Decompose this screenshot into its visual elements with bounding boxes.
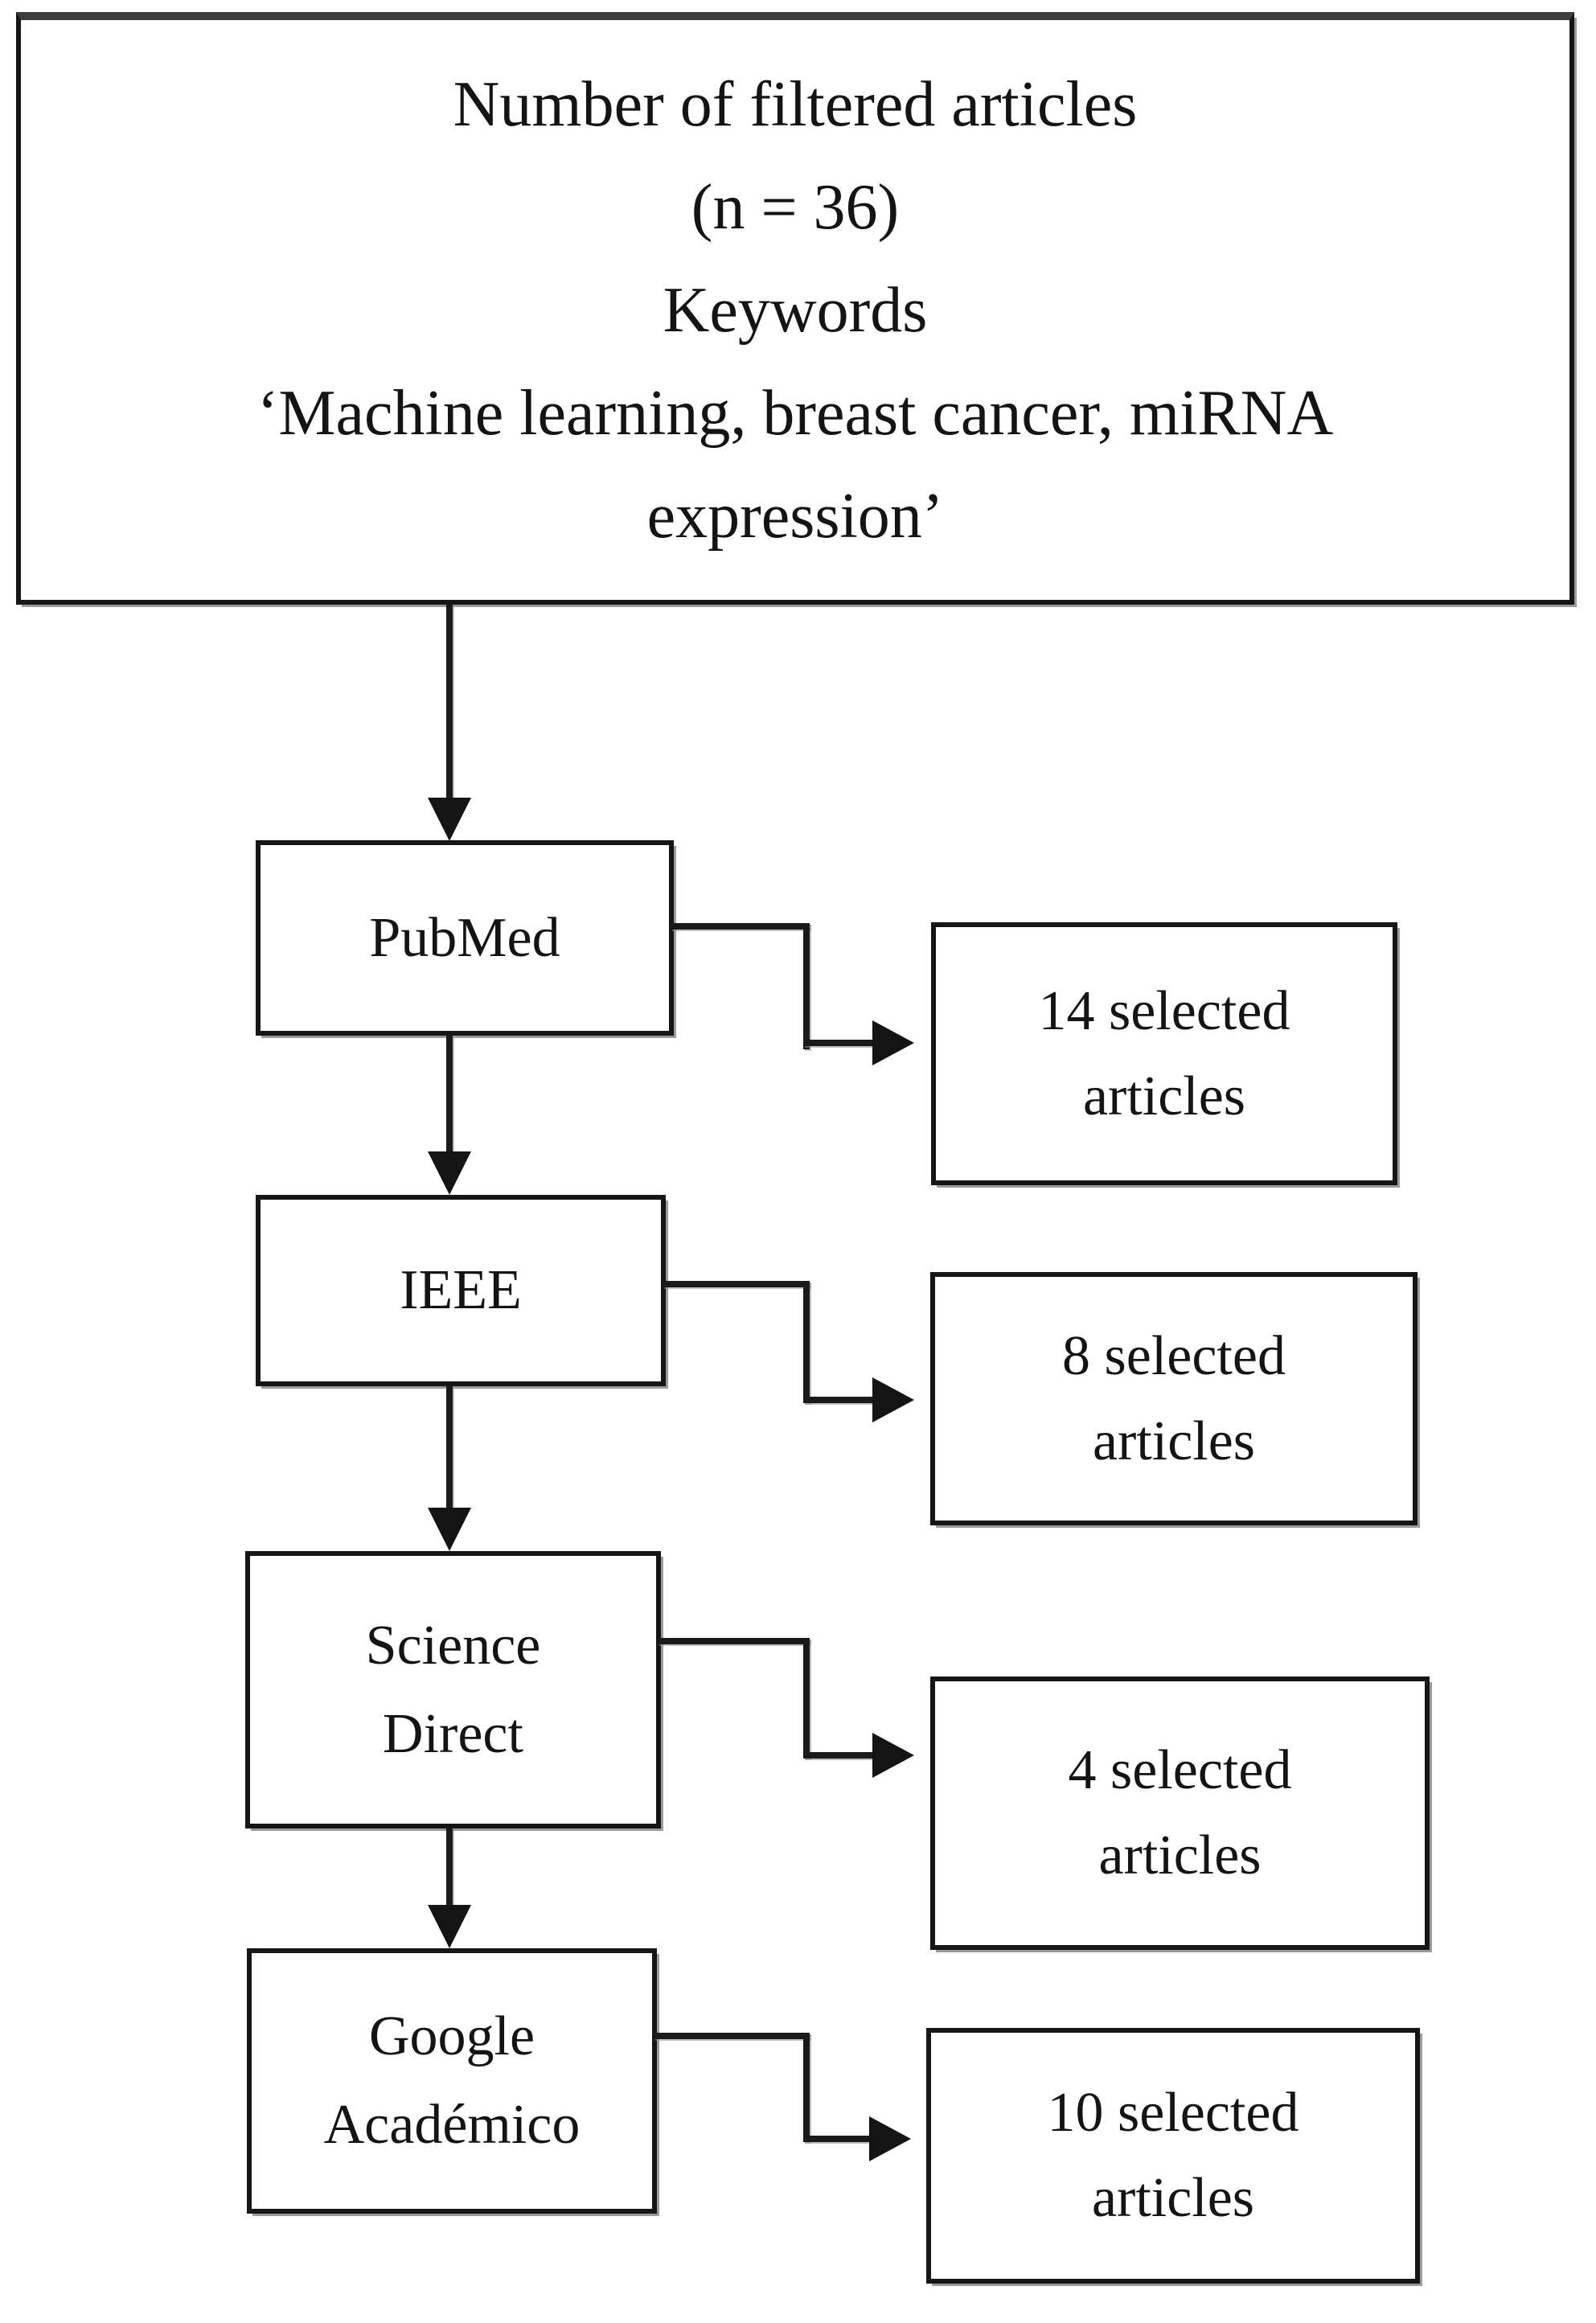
arrow-ieee-result-segment-3	[803, 1397, 876, 1403]
arrow-filter-to-pubmed-head-icon	[428, 798, 471, 841]
arrow-pubmed-result-segment-2	[803, 923, 810, 1049]
arrow-ieee-to-sciencedirect-head-icon	[428, 1508, 471, 1551]
arrow-pubmed-result-segment-1	[671, 923, 810, 930]
ieee-result-line1: 8 selected	[1062, 1324, 1286, 1387]
ieee-result-box: 8 selected articles	[930, 1272, 1418, 1525]
google-academico-label-line2: Académico	[323, 2094, 581, 2156]
arrow-sciencedirect-result-segment-1	[658, 1638, 810, 1644]
sciencedirect-result-line1: 4 selected	[1068, 1739, 1292, 1801]
pubmed-label: PubMed	[369, 906, 560, 969]
ieee-result-line2: articles	[1092, 1410, 1256, 1472]
pubmed-result-box: 14 selected articles	[931, 922, 1397, 1185]
sciencedirect-result-box: 4 selected articles	[930, 1677, 1430, 1950]
pubmed-result-line2: articles	[1082, 1065, 1246, 1127]
sciencedirect-result-line2: articles	[1098, 1824, 1262, 1886]
sciencedirect-label-line2: Direct	[383, 1702, 523, 1765]
google-result-line1: 10 selected	[1047, 2082, 1299, 2144]
filter-title: Number of filtered articles	[453, 68, 1138, 140]
filter-count: (n = 36)	[691, 171, 900, 243]
arrow-google-result-head-icon	[869, 2116, 911, 2161]
arrow-pubmed-result-segment-3	[803, 1040, 876, 1046]
arrow-sciencedirect-to-google-shaft	[446, 1828, 453, 1905]
filter-keywords-line2: expression’	[646, 480, 944, 552]
arrow-google-result-segment-2	[803, 2033, 810, 2142]
google-academico-label-line1: Google	[368, 2005, 535, 2067]
arrow-sciencedirect-result-segment-3	[803, 1752, 876, 1759]
filter-keywords-line1: ‘Machine learning, breast cancer, miRNA	[256, 377, 1334, 449]
arrow-pubmed-result-head-icon	[872, 1020, 914, 1065]
arrow-ieee-result-segment-1	[663, 1281, 810, 1287]
sciencedirect-box: Science Direct	[245, 1551, 661, 1828]
google-academico-box: Google Académico	[247, 1948, 657, 2214]
arrow-google-result-segment-1	[654, 2033, 810, 2039]
filter-keywords-heading: Keywords	[663, 274, 928, 346]
arrow-pubmed-to-ieee-head-icon	[428, 1151, 471, 1195]
arrow-filter-to-pubmed-shaft	[446, 605, 453, 798]
sciencedirect-label-line1: Science	[365, 1614, 541, 1677]
arrow-ieee-result-segment-2	[803, 1281, 810, 1403]
pubmed-result-line1: 14 selected	[1038, 979, 1290, 1042]
filtered-articles-box: Number of filtered articles (n = 36) Key…	[16, 12, 1574, 605]
ieee-label: IEEE	[400, 1259, 522, 1321]
arrow-sciencedirect-to-google-head-icon	[428, 1905, 471, 1948]
arrow-google-result-segment-3	[803, 2136, 872, 2142]
pubmed-box: PubMed	[256, 840, 674, 1036]
google-result-box: 10 selected articles	[926, 2028, 1420, 2284]
arrow-ieee-to-sciencedirect-shaft	[446, 1386, 453, 1508]
google-result-line2: articles	[1091, 2167, 1255, 2229]
ieee-box: IEEE	[256, 1195, 666, 1386]
arrow-sciencedirect-result-head-icon	[872, 1733, 914, 1778]
arrow-pubmed-to-ieee-shaft	[446, 1036, 453, 1151]
arrow-ieee-result-head-icon	[872, 1377, 914, 1422]
arrow-sciencedirect-result-segment-2	[803, 1638, 810, 1759]
